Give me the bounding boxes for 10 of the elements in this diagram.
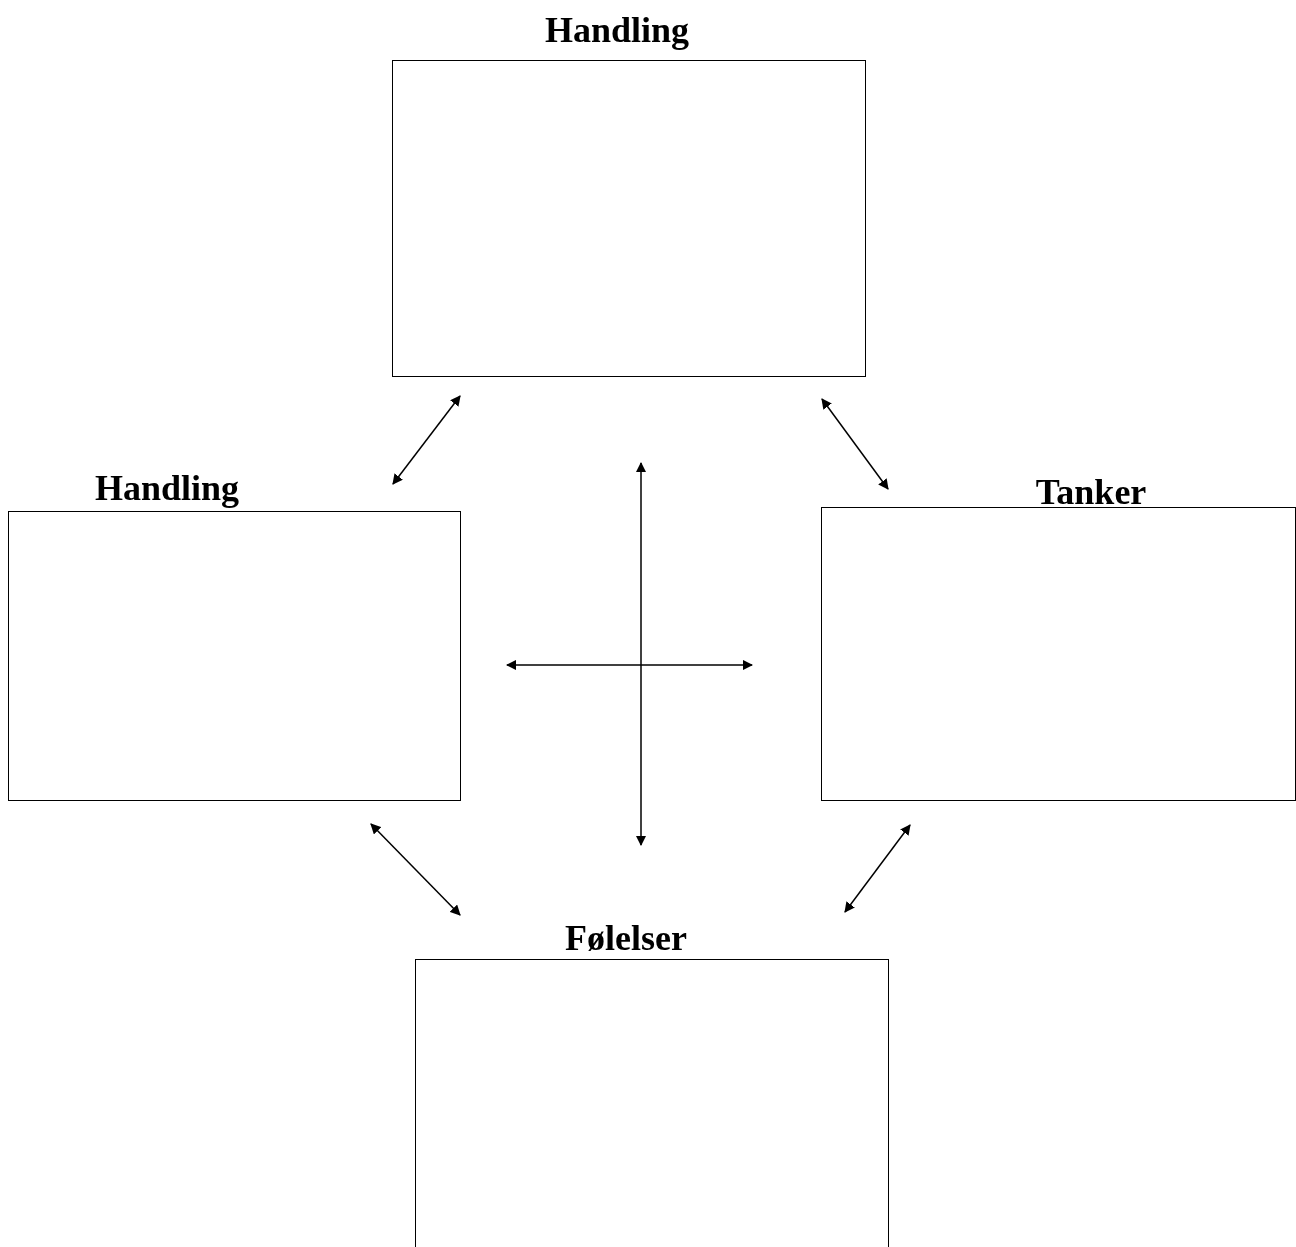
double-arrow <box>635 461 647 847</box>
box-heading: Handling <box>94 468 240 508</box>
box-heading: Tanker <box>1035 472 1147 512</box>
double-arrow <box>821 398 889 490</box>
double-arrow <box>844 824 911 913</box>
double-arrow <box>370 823 461 916</box>
double-arrow <box>392 395 461 485</box>
box-heading: Følelser <box>565 918 687 958</box>
box-heading: Handling <box>544 10 690 50</box>
double-arrow <box>505 659 754 671</box>
